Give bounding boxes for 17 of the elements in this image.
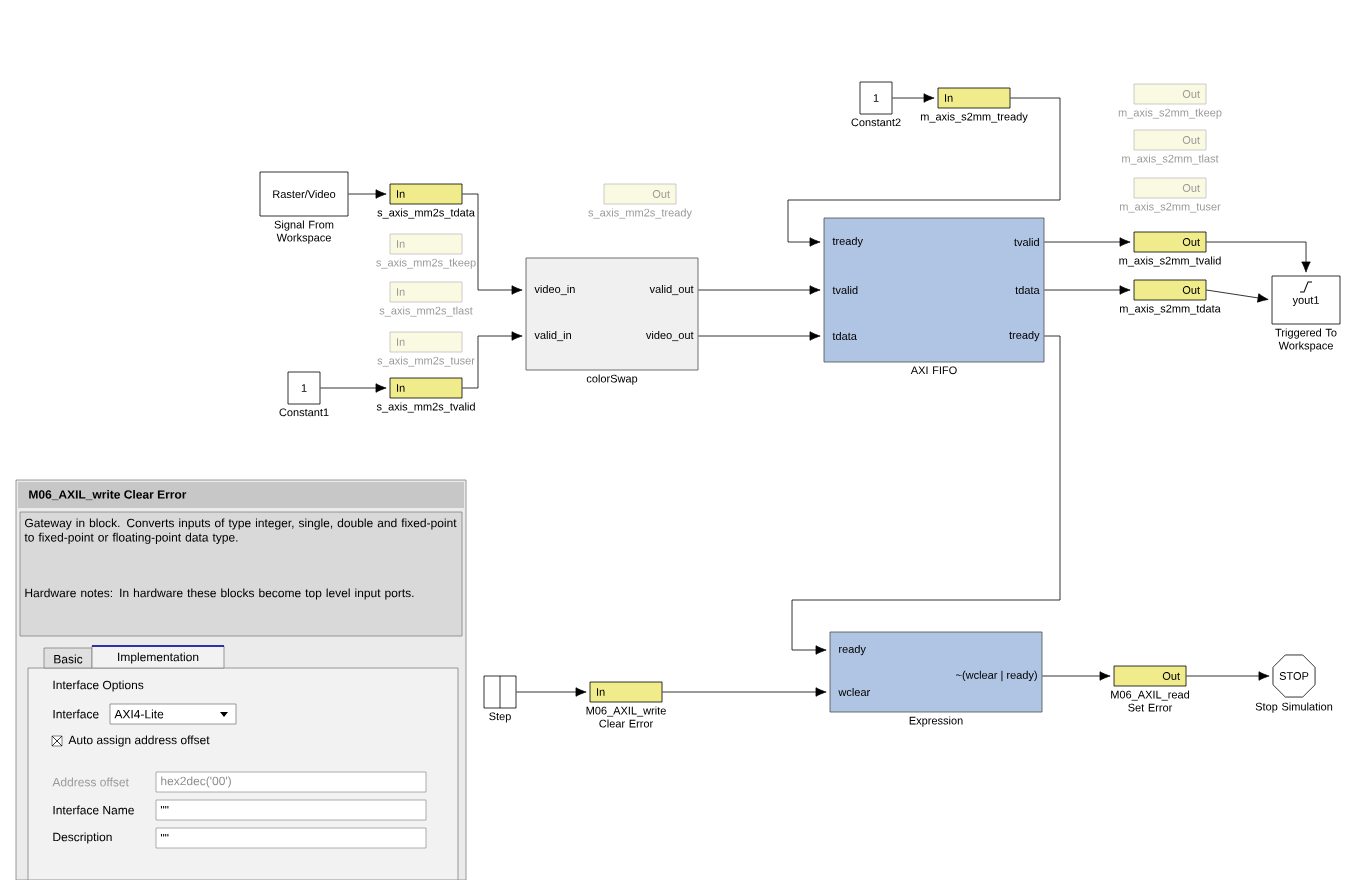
signal-line [791,335,1061,655]
signal-line [1186,671,1270,681]
signal-line [1044,285,1131,295]
signal-line [1206,241,1311,273]
signal-line [516,687,587,697]
signal-line [1042,671,1111,681]
signal-line [698,331,821,341]
signal-line [1044,237,1131,247]
signal-line [787,97,1061,247]
signal-line [348,189,387,199]
signal-line [462,193,523,295]
signal-line [698,285,821,295]
signal-line [662,687,827,697]
signal-line [892,93,935,103]
signal-line [1206,289,1269,303]
signal-line [320,383,387,393]
signal-line [462,331,523,389]
